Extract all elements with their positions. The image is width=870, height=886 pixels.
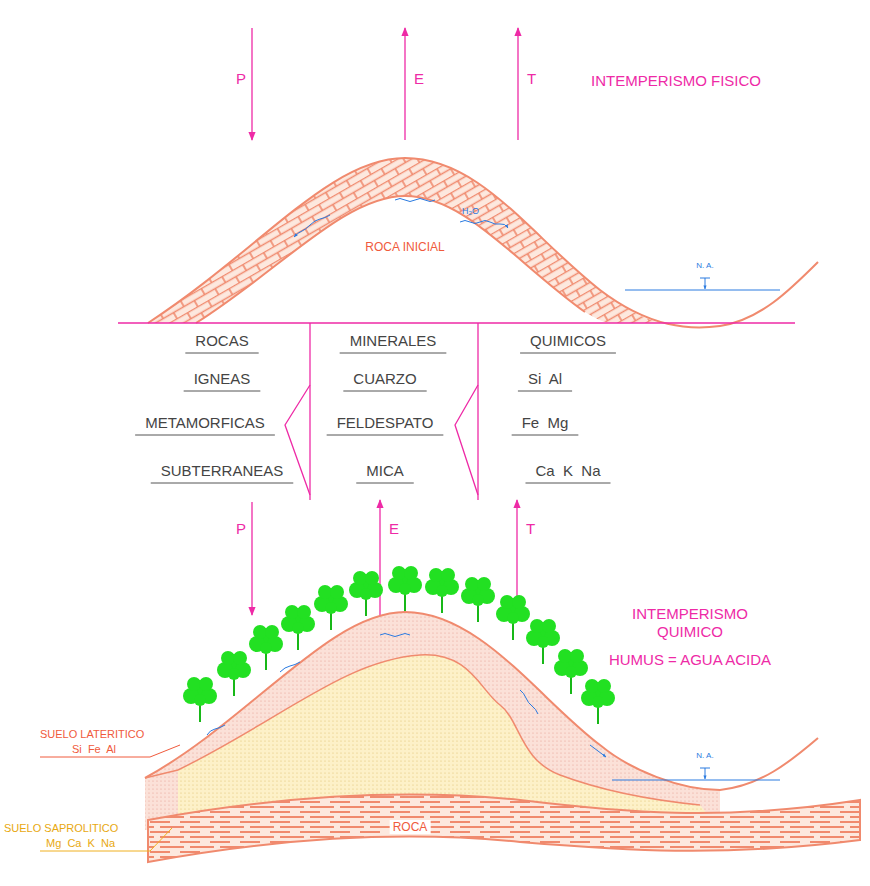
underline [356, 483, 414, 484]
tree [526, 619, 560, 664]
tree [249, 625, 283, 670]
water-level-label: N. A. [696, 261, 713, 271]
tree [314, 585, 348, 630]
table-cell: Ca K Na [535, 462, 600, 480]
transpiration-symbol: T [526, 520, 535, 538]
initial-rock-band [148, 158, 818, 327]
tree [554, 649, 588, 694]
underline [343, 391, 426, 392]
tree [349, 571, 383, 616]
table-cell: FELDESPATO [337, 414, 434, 432]
table-header: ROCAS [195, 332, 248, 350]
soil-label: SUELO SAPROLITICO [4, 822, 118, 835]
table-cell: IGNEAS [194, 370, 251, 388]
precipitation-symbol: P [236, 70, 246, 88]
bottom-arrows [252, 500, 517, 620]
tree [461, 577, 495, 622]
tree [496, 595, 530, 640]
water-top [294, 199, 780, 291]
tree [581, 679, 615, 724]
water-label: H₂O [462, 206, 479, 217]
underline [525, 483, 610, 484]
underline [518, 391, 572, 392]
table-header: MINERALES [350, 332, 437, 350]
table-cell: METAMORFICAS [145, 414, 265, 432]
process-title: INTEMPERISMO QUIMICO [600, 605, 780, 641]
soil-elements: Si Fe Al [72, 743, 116, 756]
table-cell: SUBTERRANEAS [161, 462, 284, 480]
transpiration-symbol: T [527, 70, 536, 88]
process-title: INTEMPERISMO FISICO [591, 72, 761, 90]
process-note: HUMUS = AGUA ACIDA [609, 651, 771, 669]
underline [327, 435, 444, 436]
underline [185, 353, 258, 354]
underline [184, 391, 261, 392]
soil-leaders [40, 745, 180, 851]
water-bottom [207, 634, 780, 781]
underline [512, 435, 579, 436]
table-brackets [285, 323, 478, 500]
evaporation-symbol: E [414, 70, 424, 88]
tree [425, 568, 459, 613]
precipitation-symbol: P [236, 520, 246, 538]
top-arrows [252, 28, 518, 140]
section-line [118, 322, 795, 323]
soil-label: SUELO LATERITICO [40, 728, 144, 741]
table-cell: Si Al [528, 370, 562, 388]
underline [151, 483, 294, 484]
rock-label: ROCA [390, 820, 431, 834]
trees [183, 566, 615, 724]
water-level-label: N. A. [696, 751, 713, 761]
tree [183, 677, 217, 722]
underline [340, 353, 447, 354]
tree [217, 651, 251, 696]
tree [388, 566, 422, 611]
table-cell: Fe Mg [522, 414, 569, 432]
table-cell: CUARZO [353, 370, 416, 388]
evaporation-symbol: E [389, 520, 399, 538]
rock-label: ROCA INICIAL [365, 240, 444, 254]
underline [520, 353, 616, 354]
table-cell: MICA [366, 462, 404, 480]
table-underlines [135, 353, 616, 483]
table-header: QUIMICOS [530, 332, 606, 350]
tree [281, 605, 315, 650]
underline [135, 435, 275, 436]
bedrock-band [148, 795, 860, 862]
soil-elements: Mg Ca K Na [46, 837, 115, 850]
